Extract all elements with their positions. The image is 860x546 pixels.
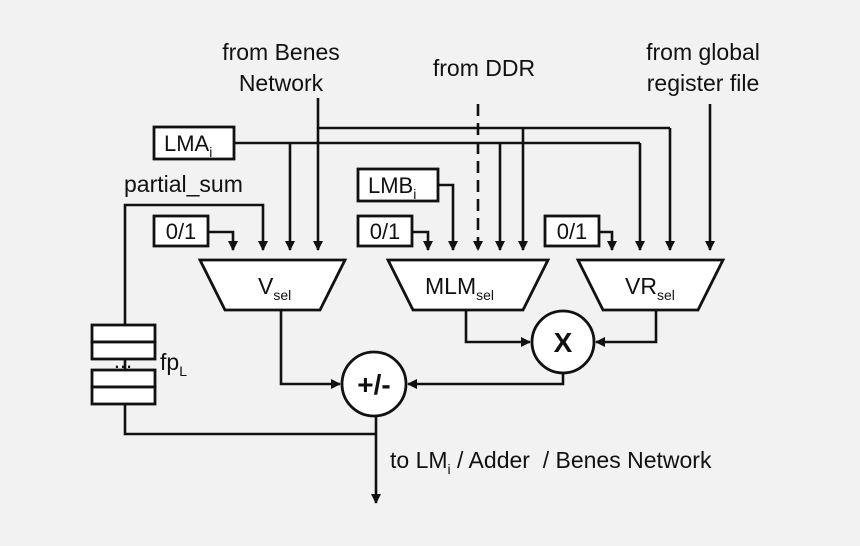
svg-text:MLMsel: MLMsel — [425, 273, 494, 303]
from-grf-label-line2: register file — [647, 70, 759, 96]
output-label-main: to LM — [390, 447, 448, 473]
lma-bus — [234, 141, 645, 251]
const-vr: 0/1 — [543, 214, 617, 251]
const-mlm-label: 0/1 — [370, 219, 401, 244]
mux-vrsel-subscript: sel — [657, 287, 675, 303]
lmb-subscript: i — [413, 186, 416, 202]
mult-to-addsub-wire — [407, 373, 565, 389]
mux-vsel-subscript: sel — [273, 287, 291, 303]
output-label-subscript: i — [448, 461, 451, 477]
from-benes-label-line1: from Benes — [222, 39, 340, 65]
mux-mlmsel-subscript: sel — [476, 287, 494, 303]
fp-subscript: L — [179, 363, 187, 379]
from-benes-label-line2: Network — [239, 70, 324, 96]
lma-register: LMAi — [152, 125, 236, 161]
mux-vsel: Vsel — [197, 258, 348, 312]
mux-mlmsel: MLMsel — [385, 258, 551, 312]
mux-vsel-label: V — [258, 273, 274, 299]
svg-text:VRsel: VRsel — [625, 273, 675, 303]
adder-subtractor-symbol: +/- — [357, 369, 390, 400]
benes-bus — [313, 98, 675, 251]
partial-sum-label: partial_sum — [124, 171, 243, 197]
mux-vrsel: VRsel — [575, 258, 726, 312]
const-vr-label: 0/1 — [557, 219, 588, 244]
svg-text:Vsel: Vsel — [258, 273, 291, 303]
v-to-addsub-wire — [279, 310, 341, 389]
output-label-destinations: / Adder / Benes Network — [451, 447, 712, 473]
mux-vrsel-label: VR — [625, 273, 657, 299]
mux-mlmsel-label: MLM — [425, 273, 476, 299]
adder-subtractor: +/- — [340, 350, 408, 418]
vr-to-mult-wire — [595, 310, 658, 347]
lmb-register: LMBi — [356, 167, 440, 203]
output-label: to LMi / Adder / Benes Network — [390, 447, 712, 477]
multiplier: X — [530, 309, 596, 375]
mlm-to-mult-wire — [464, 310, 531, 347]
fp-label: fp — [160, 349, 179, 375]
const-v: 0/1 — [152, 214, 238, 251]
svg-text:LMBi: LMBi — [368, 173, 416, 202]
svg-text:fpL: fpL — [160, 349, 187, 379]
from-grf-label-line1: from global — [646, 39, 760, 65]
lma-label: LMA — [164, 131, 210, 156]
from-ddr-label: from DDR — [433, 55, 535, 81]
partial-sum-loop — [123, 203, 376, 436]
svg-text:LMAi: LMAi — [164, 131, 212, 160]
fp-ellipsis: ... — [114, 348, 132, 373]
lma-subscript: i — [209, 144, 212, 160]
const-mlm: 0/1 — [356, 214, 433, 251]
lmb-label: LMB — [368, 173, 413, 198]
lmb-wire — [438, 183, 458, 251]
const-v-label: 0/1 — [166, 219, 197, 244]
fp-register-file: ... fpL — [90, 323, 187, 406]
multiplier-symbol: X — [554, 327, 573, 358]
